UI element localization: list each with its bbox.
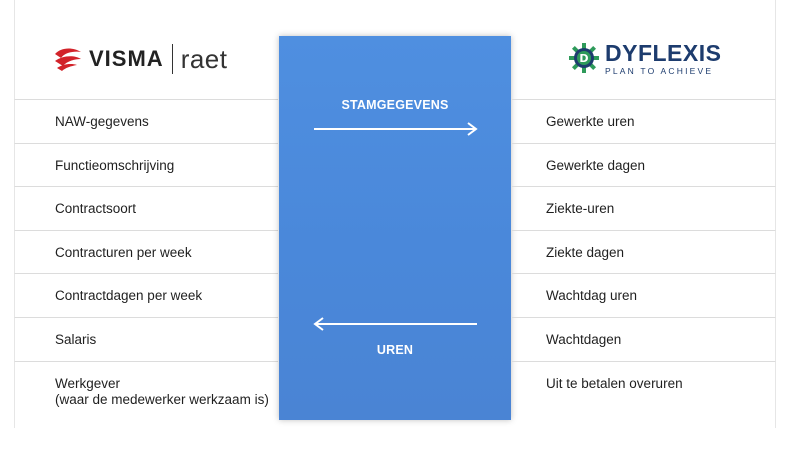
list-item-label: Functieomschrijving [55, 157, 175, 173]
list-item: NAW-gegevens [14, 100, 278, 144]
list-item-label: Ziekte dagen [546, 244, 625, 260]
list-item: Contractsoort [14, 187, 278, 231]
list-item-label: Wachtdagen [546, 331, 622, 347]
visma-raet-logo: VISMA raet [53, 44, 228, 74]
list-item: Ziekte-uren [512, 187, 776, 231]
visma-swirl-icon [55, 48, 81, 71]
logo-separator [171, 44, 173, 74]
list-item-label: Gewerkte dagen [546, 157, 646, 173]
arrow-right-icon [314, 122, 478, 136]
dyflexis-mark-letter: D [579, 52, 588, 65]
raet-wordmark: raet [180, 43, 228, 74]
dyflexis-wordmark: DYFLEXIS PLAN TO ACHIEVE [605, 41, 721, 76]
list-item-label: Wachtdag uren [546, 288, 638, 304]
list-item: Salaris [14, 317, 278, 362]
dyflexis-logo: D DYFLEXIS PLAN TO ACHIEVE [569, 38, 721, 78]
visma-raet-logo-area: VISMA raet [14, 0, 278, 100]
list-item-label: Contracturen per week [55, 244, 192, 260]
visma-wordmark: VISMA [89, 46, 164, 71]
list-item: Ziekte dagen [512, 230, 776, 275]
dyflexis-name: DYFLEXIS [605, 39, 722, 66]
arrow-left-icon [313, 317, 477, 331]
list-item: Werkgever (waar de medewerker werkzaam i… [14, 361, 278, 428]
list-item-label: Contractsoort [55, 201, 137, 217]
list-item-label: Contractdagen per week [55, 288, 203, 304]
dyflexis-data-list: Gewerkte uren Gewerkte dagen Ziekte-uren… [512, 100, 776, 428]
list-item-label: Werkgever (waar de medewerker werkzaam i… [55, 376, 269, 408]
list-item-main: Werkgever [55, 375, 121, 391]
list-item: Gewerkte dagen [512, 143, 776, 188]
data-flow-band: STAMGEGEVENS UREN [279, 36, 511, 420]
visma-data-list: NAW-gegevens Functieomschrijving Contrac… [14, 100, 278, 428]
dyflexis-tagline: PLAN TO ACHIEVE [605, 65, 714, 76]
list-item: Functieomschrijving [14, 143, 278, 188]
list-item-label: Salaris [55, 331, 97, 347]
list-item: Gewerkte uren [512, 100, 776, 144]
list-item: Wachtdagen [512, 317, 776, 362]
flow-label-stamgegevens: STAMGEGEVENS [341, 98, 449, 112]
list-item-label: NAW-gegevens [55, 114, 149, 129]
list-item: Contractdagen per week [14, 274, 278, 318]
list-item-label: Uit te betalen overuren [546, 375, 683, 391]
list-item: Wachtdag uren [512, 274, 776, 318]
dyflexis-logo-area: D DYFLEXIS PLAN TO ACHIEVE [512, 0, 776, 100]
dyflexis-gear-icon: D [569, 43, 599, 73]
list-item-label: Gewerkte uren [546, 114, 635, 129]
list-item: Contracturen per week [14, 230, 278, 275]
list-item-sublabel: (waar de medewerker werkzaam is) [55, 391, 269, 407]
flow-label-uren: UREN [376, 343, 414, 357]
list-item: Uit te betalen overuren [512, 361, 776, 428]
list-item-label: Ziekte-uren [546, 201, 615, 217]
